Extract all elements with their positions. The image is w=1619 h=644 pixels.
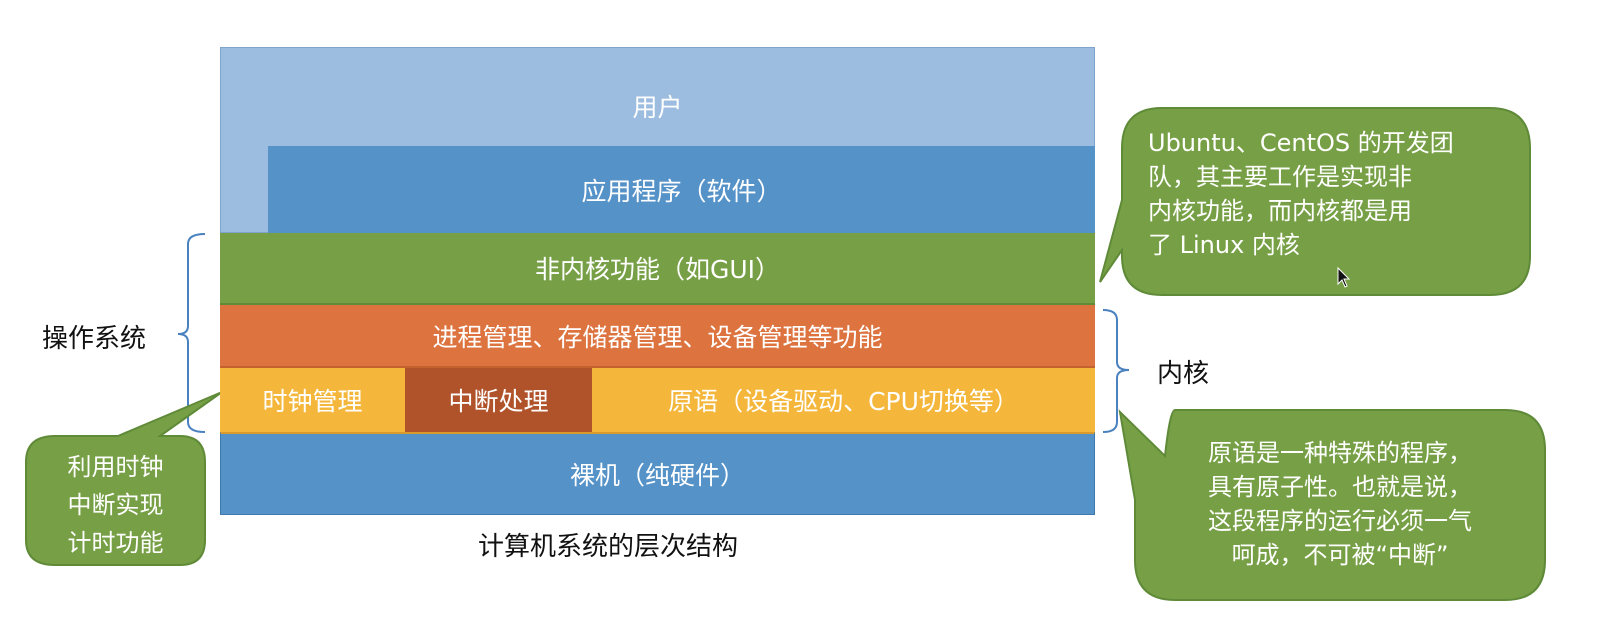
callout-line: 了 Linux 内核 <box>1148 231 1300 259</box>
callout-line: 利用时钟 <box>67 453 164 481</box>
layer-hardware: 裸机（纯硬件） <box>220 432 1095 515</box>
layer-primitives: 原语（设备驱动、CPU切换等） <box>592 368 1095 432</box>
clock-callout-text: 利用时钟 中断实现 计时功能 <box>26 448 205 562</box>
callout-line: 队，其主要工作是实现非 <box>1148 163 1412 191</box>
callout-line: 具有原子性。也就是说， <box>1208 473 1472 501</box>
distro-callout-text: Ubuntu、CentOS 的开发团 队，其主要工作是实现非 内核功能，而内核都… <box>1148 126 1454 262</box>
callout-line: 原语是一种特殊的程序， <box>1208 439 1472 467</box>
callout-line: Ubuntu、CentOS 的开发团 <box>1148 129 1454 157</box>
layer-interrupt-label: 中断处理 <box>448 387 549 416</box>
layer-primitives-label: 原语（设备驱动、CPU切换等） <box>668 387 1019 416</box>
os-brace <box>177 233 206 433</box>
primitive-callout-text: 原语是一种特殊的程序， 具有原子性。也就是说， 这段程序的运行必须一气 呵成，不… <box>1160 436 1520 572</box>
kernel-brace-label: 内核 <box>1157 359 1210 389</box>
callout-line: 计时功能 <box>67 529 164 557</box>
layer-hardware-label: 裸机（纯硬件） <box>569 461 745 490</box>
callout-line: 呵成，不可被“中断” <box>1231 541 1449 569</box>
clock-callout-bubble <box>25 391 223 566</box>
callout-line: 内核功能，而内核都是用 <box>1148 197 1412 225</box>
diagram-caption: 计算机系统的层次结构 <box>478 532 739 562</box>
callout-line: 中断实现 <box>67 491 164 519</box>
layer-kernel-management: 进程管理、存储器管理、设备管理等功能 <box>220 305 1095 368</box>
layer-applications: 应用程序（软件） <box>268 146 1095 233</box>
primitive-callout-bubble <box>1118 409 1546 601</box>
distro-callout-bubble <box>1099 107 1531 296</box>
layer-non-kernel: 非内核功能（如GUI） <box>220 233 1095 305</box>
kernel-brace <box>1102 309 1130 433</box>
layer-non-kernel-label: 非内核功能（如GUI） <box>534 255 781 284</box>
os-brace-label: 操作系统 <box>42 324 147 354</box>
layer-clock-label: 时钟管理 <box>262 387 363 416</box>
layer-applications-label: 应用程序（软件） <box>581 176 782 206</box>
layer-kernel-management-label: 进程管理、存储器管理、设备管理等功能 <box>432 322 883 352</box>
layer-user-label: 用户 <box>632 93 683 122</box>
layer-clock: 时钟管理 <box>220 368 405 432</box>
mouse-cursor-icon <box>1337 266 1351 288</box>
layer-interrupt: 中断处理 <box>405 368 592 432</box>
callout-line: 这段程序的运行必须一气 <box>1208 507 1472 535</box>
